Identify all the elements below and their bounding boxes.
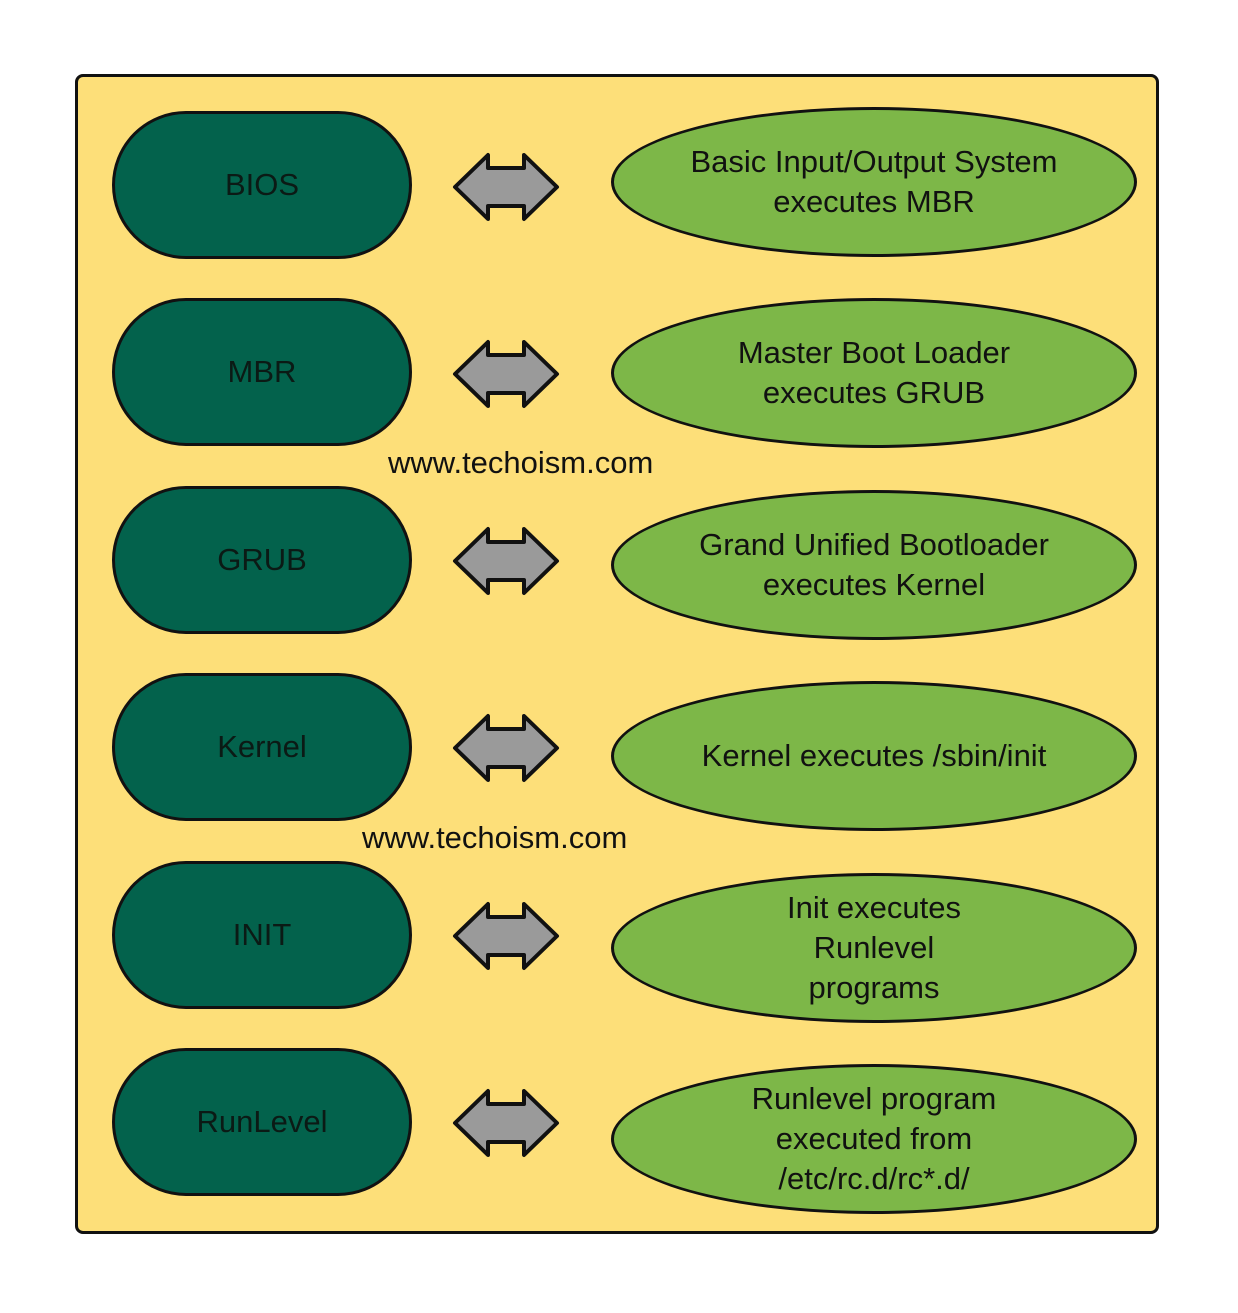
stage-grub: GRUB [112, 486, 412, 634]
stage-kernel: Kernel [112, 673, 412, 821]
description-runlevel: Runlevel program executed from /etc/rc.d… [611, 1064, 1137, 1214]
double-headed-arrow-icon [453, 527, 559, 595]
double-headed-arrow-icon [453, 1089, 559, 1157]
double-headed-arrow-icon [453, 902, 559, 970]
description-bios: Basic Input/Output System executes MBR [611, 107, 1137, 257]
stage-mbr: MBR [112, 298, 412, 446]
stage-label: MBR [227, 354, 297, 389]
stage-label: INIT [232, 917, 292, 952]
stage-bios: BIOS [112, 111, 412, 259]
diagram-panel [75, 74, 1159, 1234]
double-headed-arrow-icon [453, 714, 559, 782]
double-headed-arrow-icon [453, 153, 559, 221]
stage-label: RunLevel [196, 1104, 328, 1139]
stage-label: Kernel [217, 729, 307, 764]
stage-init: INIT [112, 861, 412, 1009]
watermark-text: www.techoism.com [388, 445, 654, 480]
description-init: Init executes Runlevel programs [611, 873, 1137, 1023]
watermark-text: www.techoism.com [362, 820, 628, 855]
description-mbr: Master Boot Loader executes GRUB [611, 298, 1137, 448]
stage-label: GRUB [217, 542, 307, 577]
description-kernel: Kernel executes /sbin/init [611, 681, 1137, 831]
description-grub: Grand Unified Bootloader executes Kernel [611, 490, 1137, 640]
stage-label: BIOS [224, 167, 300, 202]
double-headed-arrow-icon [453, 340, 559, 408]
stage-runlevel: RunLevel [112, 1048, 412, 1196]
